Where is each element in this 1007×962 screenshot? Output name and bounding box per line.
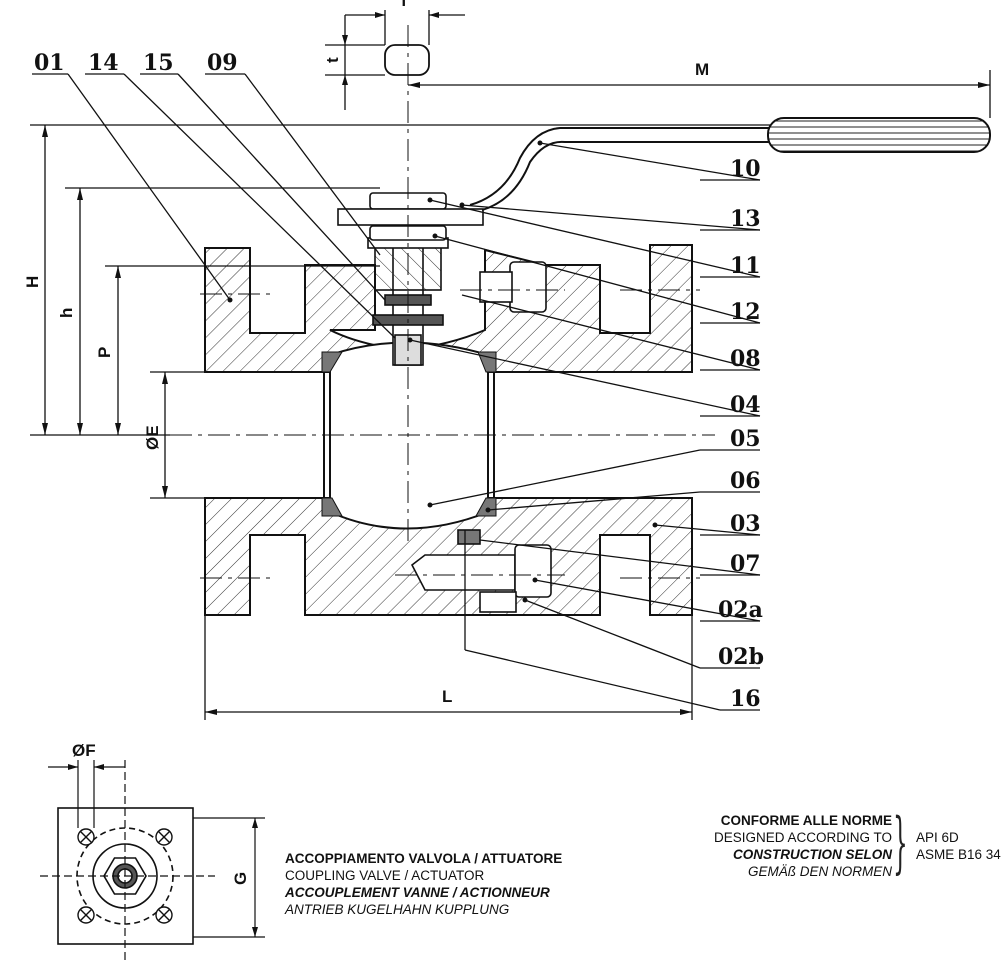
dim-P: P [95, 347, 114, 358]
standards-label-de: GEMÄß DEN NORMEN [747, 864, 892, 879]
callout-15: 15 [143, 50, 174, 76]
callout-01: 01 [34, 50, 65, 76]
callout-05: 05 [730, 426, 761, 452]
dim-t: t [323, 57, 342, 63]
standards-label-en: DESIGNED ACCORDING TO [713, 830, 892, 845]
callout-leaders [32, 73, 761, 711]
dim-M: M [695, 60, 709, 79]
flange-dimension-arrows [68, 764, 258, 937]
brace-icon: } [893, 804, 908, 881]
standard-asme: ASME B16 34 [916, 847, 1001, 862]
callout-02a: 02a [718, 597, 763, 623]
body-bolts [410, 261, 552, 613]
standards-label-fr: CONSTRUCTION SELON [732, 847, 892, 862]
callout-09: 09 [207, 50, 238, 76]
callout-06: 06 [730, 468, 761, 494]
dim-L: L [442, 687, 452, 706]
callout-02b: 02b [718, 644, 764, 670]
coupling-caption: ACCOPPIAMENTO VALVOLA / ATTUATORE COUPLI… [285, 850, 562, 918]
standards-label-it: CONFORME ALLE NORME [720, 813, 892, 828]
coupling-caption-en: COUPLING VALVE / ACTUATOR [285, 868, 485, 883]
coupling-caption-it: ACCOPPIAMENTO VALVOLA / ATTUATORE [285, 851, 563, 866]
coupling-caption-fr: ACCOUPLEMENT VANNE / ACTIONNEUR [285, 885, 550, 900]
callout-dots [227, 140, 658, 603]
callout-10: 10 [730, 156, 761, 182]
callout-14: 14 [88, 50, 119, 76]
callout-04: 04 [730, 392, 761, 418]
callout-11: 11 [730, 253, 761, 279]
callout-13: 13 [730, 206, 761, 232]
stem-square-top [384, 44, 430, 76]
dim-h: h [57, 308, 76, 318]
standard-api: API 6D [916, 830, 959, 845]
dim-E: ØE [143, 425, 162, 450]
dimension-lines [30, 10, 991, 720]
callout-16: 16 [730, 686, 761, 712]
callout-08: 08 [730, 346, 761, 372]
callout-03: 03 [730, 511, 761, 537]
callout-12: 12 [730, 299, 761, 325]
coupling-caption-de: ANTRIEB KUGELHAHN KUPPLUNG [285, 902, 510, 917]
center-lines [170, 25, 715, 579]
dim-H: H [23, 276, 42, 288]
dimension-arrows [42, 12, 990, 715]
callout-07: 07 [730, 551, 761, 577]
flange-dimension-lines [40, 760, 265, 962]
dim-F: ØF [72, 741, 96, 760]
dim-G: G [231, 872, 250, 885]
dim-f: f [401, 0, 407, 10]
handle-lever [469, 117, 991, 211]
